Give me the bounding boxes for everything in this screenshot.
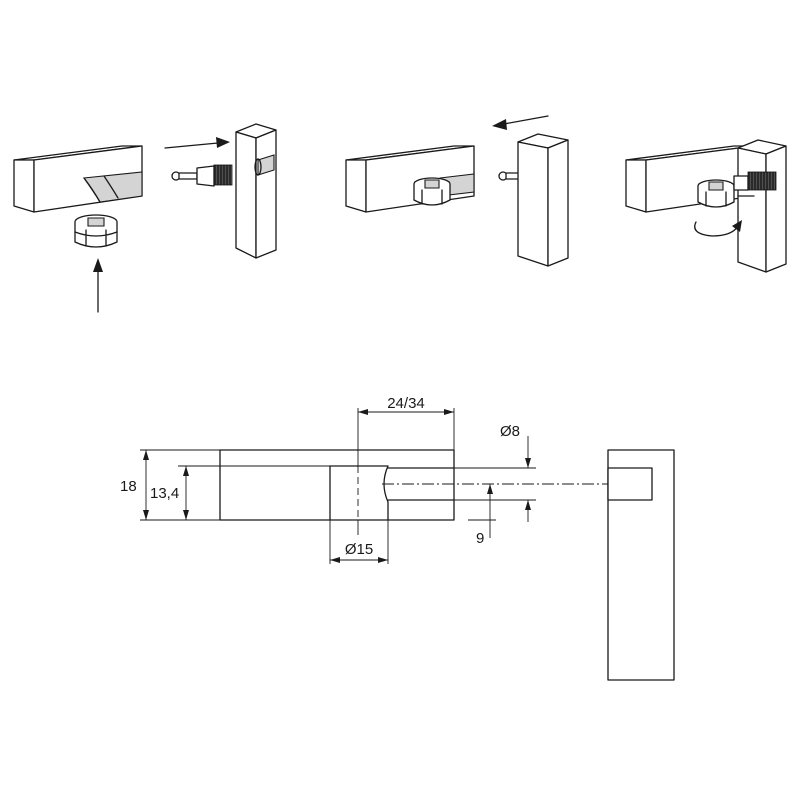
cam-lock-3-tightened bbox=[697, 171, 777, 208]
cam-lock-1 bbox=[74, 214, 118, 248]
dim-height: 18 bbox=[120, 449, 220, 521]
dim-pin-offset: 9 bbox=[468, 484, 496, 547]
board-vertical-1 bbox=[235, 123, 277, 259]
dim-pin-diameter-label: Ø8 bbox=[500, 423, 520, 440]
board-horizontal-2 bbox=[345, 145, 475, 213]
step-1-insert-cam bbox=[13, 123, 277, 313]
board-section bbox=[219, 449, 455, 521]
dim-height-label: 18 bbox=[120, 478, 137, 495]
bolt-hole-section bbox=[607, 467, 653, 501]
board-vertical-3 bbox=[737, 139, 787, 273]
step-3-tighten bbox=[625, 139, 787, 273]
dim-cam-diameter: Ø15 bbox=[329, 520, 389, 564]
dim-pin-diameter: Ø8 bbox=[500, 423, 531, 522]
dim-cam-diameter-label: Ø15 bbox=[345, 541, 373, 558]
step-2-insert-bolt bbox=[345, 115, 569, 267]
dim-pin-offset-label: 9 bbox=[476, 530, 484, 547]
dim-length-label: 24/34 bbox=[387, 395, 425, 412]
connecting-bolt-1 bbox=[171, 164, 233, 187]
cam-lock-2-installed bbox=[413, 177, 451, 206]
board-vertical-2 bbox=[517, 133, 569, 267]
dim-cam-height-label: 13,4 bbox=[150, 485, 179, 502]
rotation-arrow-icon bbox=[694, 220, 742, 237]
dim-length: 24/34 bbox=[358, 395, 454, 415]
arrow-up-1 bbox=[93, 258, 103, 313]
board-horizontal-1 bbox=[13, 145, 143, 213]
arrow-right-1 bbox=[164, 137, 230, 149]
dim-cam-height: 13,4 bbox=[150, 466, 189, 520]
technical-drawing: 24/34 Ø8 9 18 bbox=[120, 395, 675, 681]
arrow-left-2 bbox=[492, 115, 549, 130]
